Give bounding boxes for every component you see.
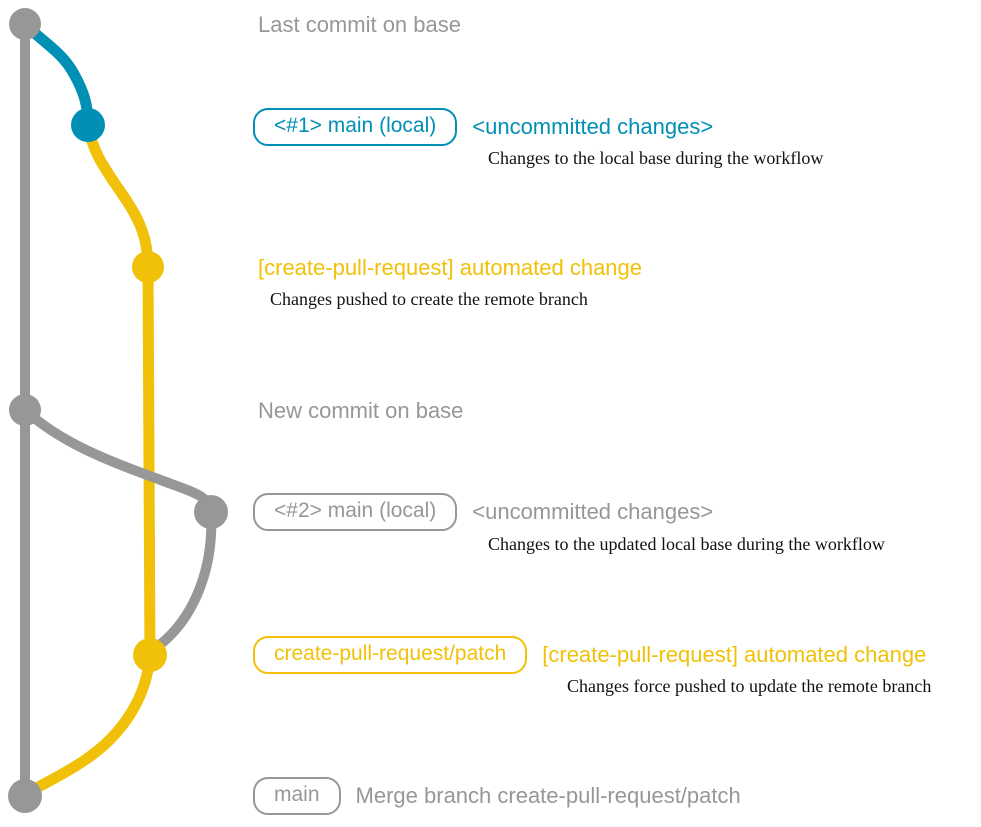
branch-label-main: main <box>253 777 341 815</box>
annotation-main-local-1: Changes to the local base during the wor… <box>488 148 824 168</box>
commit-dot-cpr-1 <box>132 251 164 283</box>
commit-message-cpr-2: [create-pull-request] automated change <box>542 642 927 667</box>
commit-graph <box>8 8 228 813</box>
cpr-branch-curve-top <box>82 119 154 273</box>
commit-message-main-local-2: <uncommitted changes> <box>472 499 714 524</box>
commit-row-main-local-2: <#2> main (local) <uncommitted changes> <box>253 493 713 531</box>
commit-row-merge: main Merge branch create-pull-request/pa… <box>253 777 741 815</box>
annotation-cpr-1: Changes pushed to create the remote bran… <box>270 289 588 309</box>
annotation-cpr-2: Changes force pushed to update the remot… <box>567 676 932 696</box>
commit-message-last-base: Last commit on base <box>258 12 461 37</box>
commit-dot-new-base <box>9 394 41 426</box>
cpr-branch-line-vertical <box>142 261 156 661</box>
commit-message-cpr-1: [create-pull-request] automated change <box>258 255 643 280</box>
commit-dot-merge <box>8 779 42 813</box>
commit-message-new-base: New commit on base <box>258 398 464 423</box>
main-local-2-to-patch-curve <box>148 507 217 655</box>
commit-dot-last-base <box>9 8 41 40</box>
base-to-main-local-2-curve <box>20 405 216 517</box>
main-local-branch-line <box>19 18 94 131</box>
commit-message-main-local-1: <uncommitted changes> <box>472 114 714 139</box>
commit-row-cpr-2: create-pull-request/patch [create-pull-r… <box>253 636 926 674</box>
branch-label-main-local-2: <#2> main (local) <box>253 493 458 531</box>
commit-message-merge: Merge branch create-pull-request/patch <box>355 783 741 808</box>
cpr-branch-curve-bottom <box>20 649 156 800</box>
branch-label-cpr-patch: create-pull-request/patch <box>253 636 528 674</box>
commit-row-main-local-1: <#1> main (local) <uncommitted changes> <box>253 108 713 146</box>
annotation-main-local-2: Changes to the updated local base during… <box>488 534 885 554</box>
branch-label-main-local-1: <#1> main (local) <box>253 108 458 146</box>
commit-dot-cpr-2 <box>133 638 167 672</box>
commit-dot-main-local-1 <box>71 108 105 142</box>
commit-dot-main-local-2 <box>194 495 228 529</box>
